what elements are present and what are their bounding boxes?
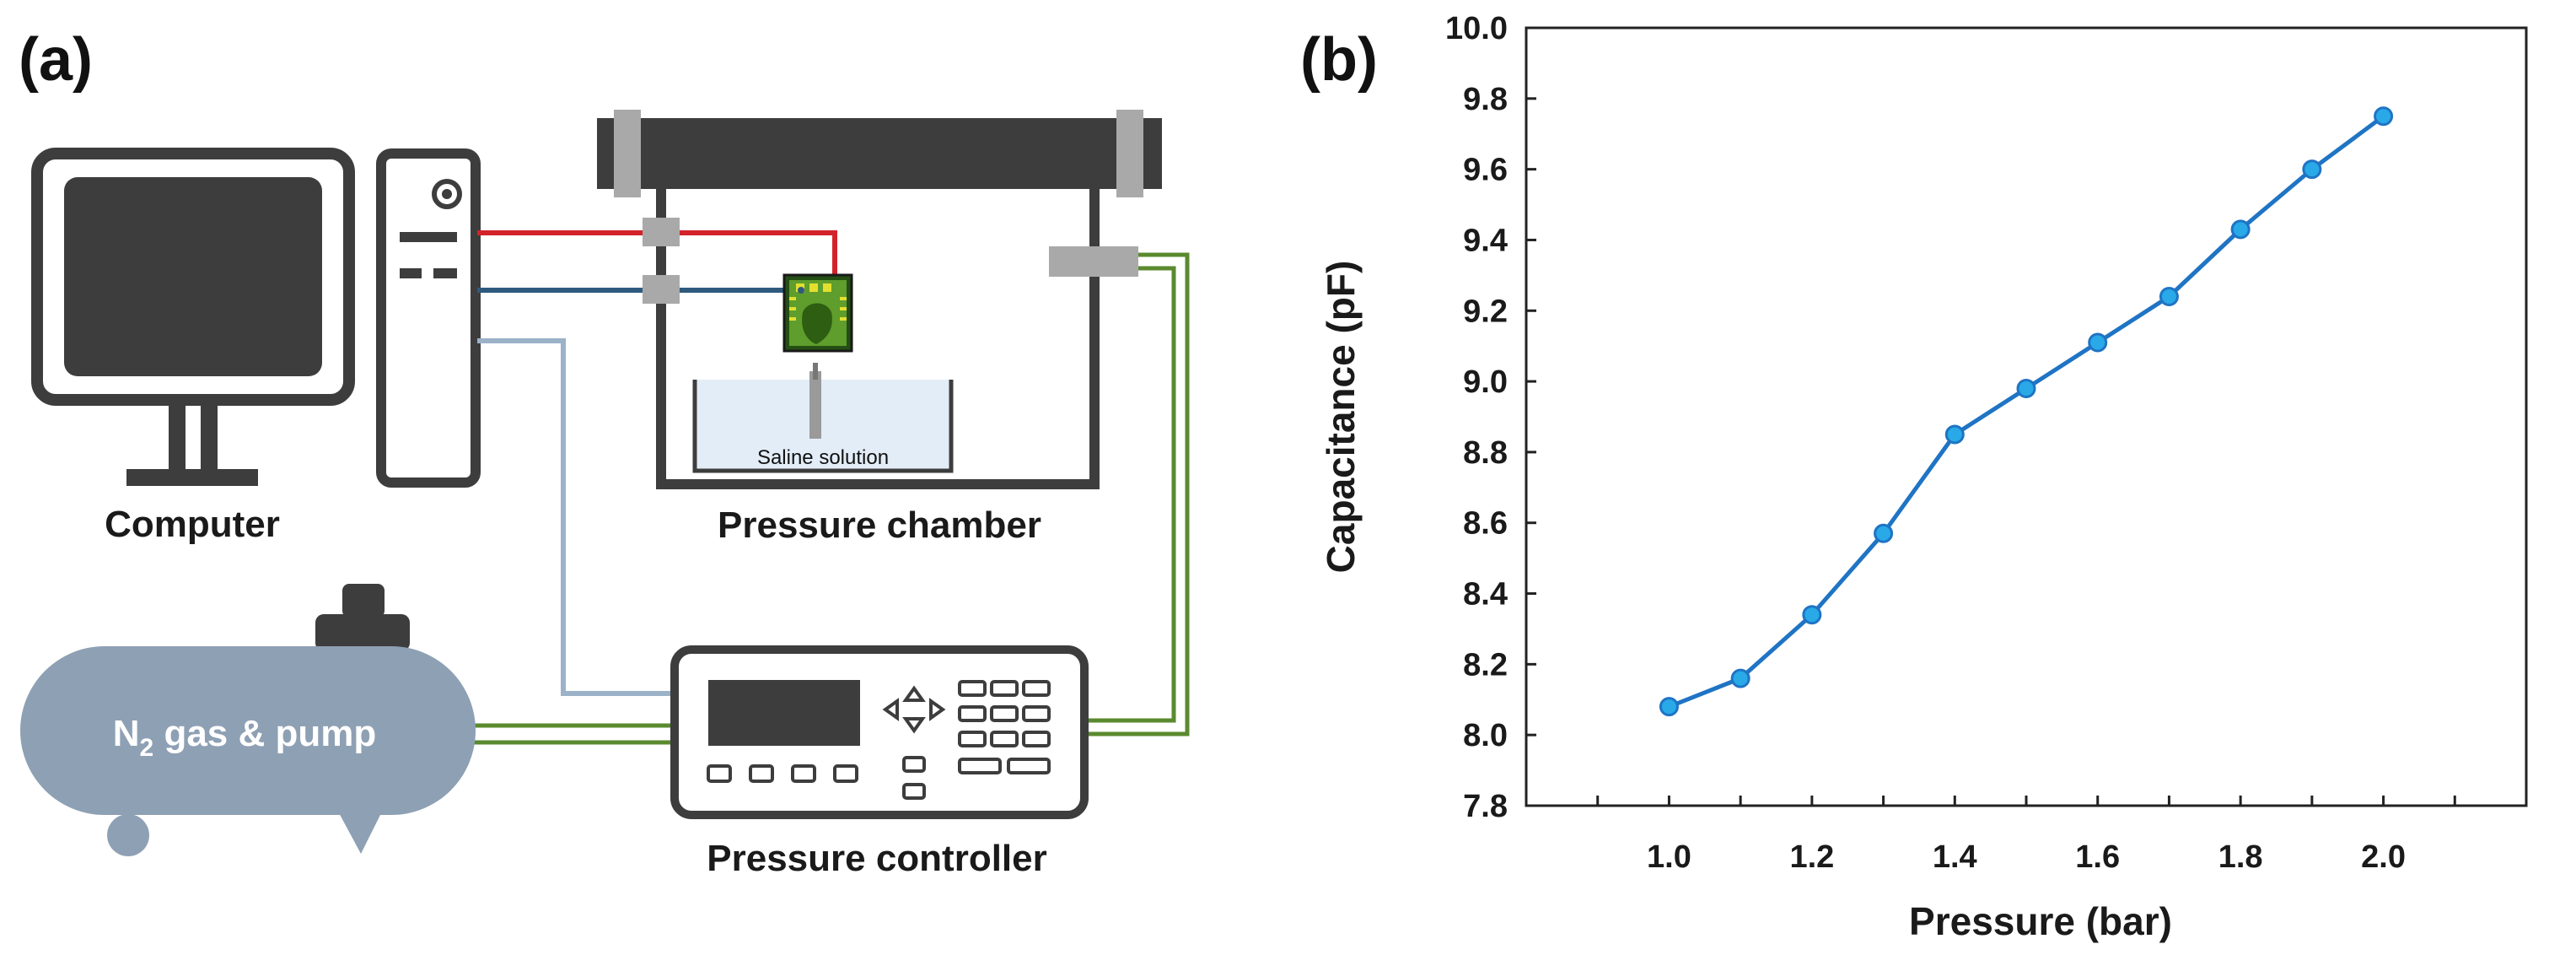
data-point bbox=[1874, 523, 1894, 543]
data-point bbox=[2374, 106, 2394, 127]
controller-label: Pressure controller bbox=[707, 838, 1047, 879]
y-tick-label: 9.0 bbox=[1463, 364, 1508, 400]
data-point bbox=[2159, 287, 2179, 307]
monitor-icon bbox=[31, 148, 355, 486]
dpad-icon bbox=[882, 685, 946, 734]
data-point bbox=[2088, 332, 2108, 353]
x-axis: 1.0 1.2 1.4 1.6 1.8 2.0 bbox=[1596, 796, 2456, 875]
red-wire bbox=[477, 230, 837, 285]
saline-label: Saline solution bbox=[757, 446, 889, 469]
data-point bbox=[2016, 378, 2036, 398]
panel-b-label: (b) bbox=[1300, 26, 1378, 94]
gas-tubes bbox=[474, 252, 1190, 745]
y-tick-label: 8.8 bbox=[1463, 435, 1508, 471]
series bbox=[1659, 106, 2394, 717]
gas-tank-icon bbox=[20, 584, 476, 856]
pc-tower-icon bbox=[376, 148, 481, 488]
pressure-controller bbox=[670, 645, 1089, 819]
x-tick-label: 1.4 bbox=[1933, 839, 1977, 875]
y-tick-label: 9.6 bbox=[1463, 153, 1508, 188]
panel-a-label: (a) bbox=[19, 26, 93, 94]
y-axis: 7.8 8.0 8.2 8.4 8.6 8.8 9.0 9.2 9.4 9.6 9.8 10.0 bbox=[1445, 11, 1536, 824]
data-point bbox=[2302, 159, 2322, 180]
data-point bbox=[1730, 668, 1750, 688]
controller-cable bbox=[477, 338, 675, 696]
data-point bbox=[1659, 697, 1679, 717]
pressure-chamber: Saline solution bbox=[597, 110, 1162, 489]
x-tick-label: 1.8 bbox=[2218, 839, 2263, 875]
y-tick-label: 9.8 bbox=[1463, 82, 1508, 117]
y-tick-label: 8.4 bbox=[1463, 577, 1508, 612]
y-tick-label: 9.2 bbox=[1463, 294, 1508, 329]
gas-label-subscript: 2 bbox=[140, 734, 154, 762]
y-tick-label: 9.4 bbox=[1463, 223, 1508, 258]
data-point bbox=[2230, 219, 2251, 240]
x-tick-label: 1.2 bbox=[1789, 839, 1834, 875]
data-point bbox=[1802, 605, 1822, 625]
y-tick-label: 8.6 bbox=[1463, 506, 1508, 542]
x-tick-label: 2.0 bbox=[2361, 839, 2406, 875]
panel-b: (b) 7.8 8.0 8.2 8.4 8.6 8.8 9.0 9.2 9.4 9.6 9.8 10.… bbox=[1300, 11, 2528, 943]
sensor-chip-icon bbox=[782, 273, 853, 439]
capacitance-chart: 7.8 8.0 8.2 8.4 8.6 8.8 9.0 9.2 9.4 9.6 9.8 10.0 1.… bbox=[1319, 11, 2528, 943]
controller-display bbox=[708, 680, 860, 746]
gas-pump-label: N2 gas & pump bbox=[113, 713, 377, 762]
gas-label-prefix: N bbox=[113, 713, 140, 754]
y-tick-label: 8.0 bbox=[1463, 718, 1508, 753]
computer-label: Computer bbox=[105, 504, 280, 545]
x-axis-label: Pressure (bar) bbox=[1909, 899, 2172, 943]
plot-frame bbox=[1525, 26, 2528, 807]
y-axis-label: Capacitance (pF) bbox=[1319, 261, 1363, 574]
y-tick-label: 10.0 bbox=[1445, 11, 1508, 46]
gas-label-suffix: gas & pump bbox=[153, 713, 376, 754]
series-line bbox=[1668, 114, 2385, 709]
chamber-label: Pressure chamber bbox=[718, 504, 1041, 546]
x-tick-label: 1.0 bbox=[1647, 839, 1691, 875]
panel-a: (a) Computer bbox=[19, 26, 1190, 879]
x-tick-label: 1.6 bbox=[2075, 839, 2120, 875]
y-tick-label: 8.2 bbox=[1463, 647, 1508, 683]
y-tick-label: 7.8 bbox=[1463, 789, 1508, 824]
data-point bbox=[1944, 424, 1965, 445]
keypad bbox=[958, 680, 1051, 774]
